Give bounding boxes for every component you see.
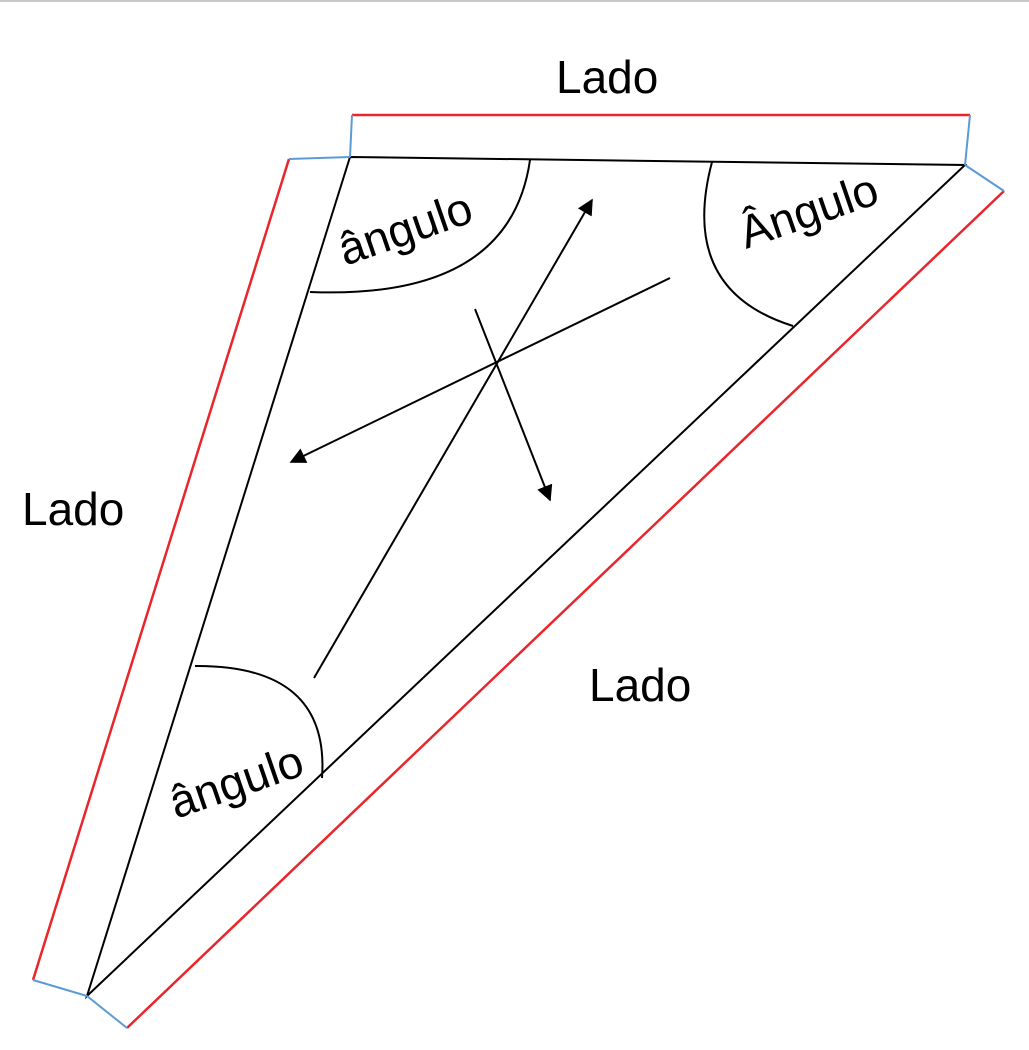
extension-line — [349, 114, 353, 158]
top-border — [0, 0, 1029, 2]
extension-line — [86, 995, 128, 1029]
side-label-right: Lado — [589, 659, 691, 711]
angle-arc-top-right — [703, 161, 794, 327]
side-marker-left — [31, 158, 291, 981]
side-label-left: Lado — [22, 483, 124, 535]
angle-label-bottom: ângulo — [162, 734, 310, 828]
angle-label-top-left: ângulo — [331, 181, 479, 275]
extension-line — [964, 114, 971, 166]
arrow-to-left — [289, 277, 671, 463]
extension-lines — [32, 114, 1005, 1029]
angle-arc-top-left — [309, 159, 531, 294]
angle-arc-bottom — [194, 664, 324, 779]
arrow-down — [474, 308, 553, 502]
triangle-outline — [84, 155, 968, 1000]
side-label-top: Lado — [556, 51, 658, 103]
arrow-long-diagonal — [313, 198, 593, 679]
side-marker-right — [126, 190, 1005, 1029]
extension-line — [32, 979, 88, 997]
angle-label-top-right: Ângulo — [732, 163, 884, 259]
extension-line — [964, 164, 1005, 192]
extension-line — [288, 156, 351, 160]
